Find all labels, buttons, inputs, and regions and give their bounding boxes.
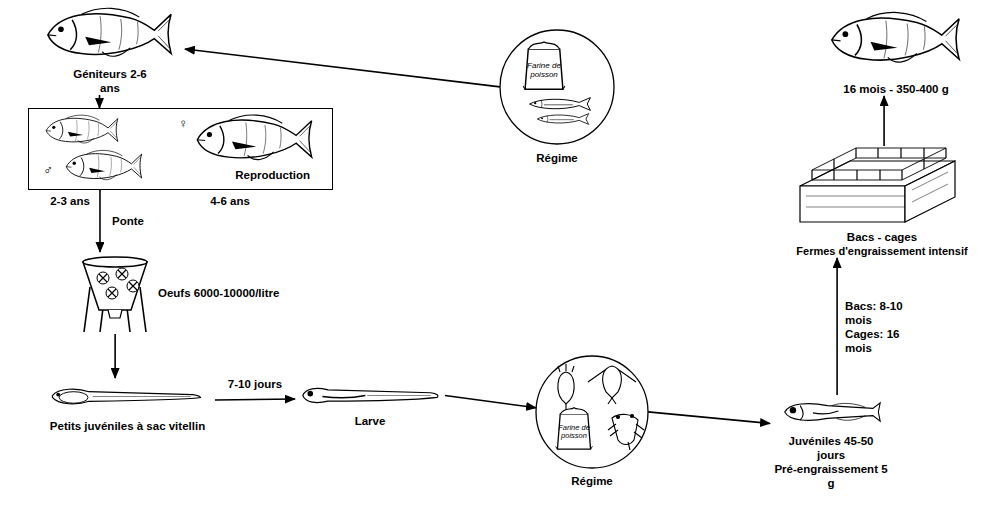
- male-fish: [46, 115, 118, 143]
- fishmeal-bag: [523, 42, 565, 89]
- edge-label: Bacs: 8-10 mois Cages: 16 mois: [843, 298, 907, 356]
- forage-fish: [530, 98, 591, 111]
- flow-arrow: [445, 396, 536, 408]
- farm-node: Bacs - cagesFermes d'engraissement inten…: [778, 146, 986, 258]
- juvenile-node: Juvéniles 45-50 joursPré-engraissement 5…: [770, 395, 892, 490]
- edge-label: 7-10 jours: [226, 376, 284, 392]
- eggs-node: Oeufs 6000-10000/litre: [78, 252, 310, 334]
- diet-circle: [500, 30, 614, 144]
- node-text: Oeufs 6000-10000/litre: [158, 286, 279, 300]
- flow-arrow: [215, 399, 295, 400]
- flow-arrow: [114, 334, 116, 378]
- male-fish: [66, 150, 141, 179]
- female-fish: [197, 115, 311, 160]
- node-text: Reproduction: [235, 168, 310, 182]
- diet-node: Régime: [500, 28, 614, 165]
- node-text: Pré-engraissement 5 g: [770, 462, 892, 490]
- flow-arrow: [836, 258, 838, 395]
- tank-cage: [800, 148, 955, 222]
- age-label: 4-6 ans: [210, 194, 250, 208]
- node-text: Bacs - cages: [847, 230, 917, 244]
- juvenile-fish: [785, 403, 880, 421]
- node-text: Juvéniles 45-50 jours: [775, 434, 887, 462]
- fishmeal-bag: [556, 408, 593, 449]
- male-symbol: ♂: [43, 163, 53, 177]
- zooplankton: [558, 364, 644, 450]
- diet-circle: [536, 356, 648, 468]
- edge-label: Ponte: [110, 213, 146, 229]
- broodstock-fish: [48, 8, 171, 56]
- age-label: 2-3 ans: [50, 194, 90, 208]
- egg-incubator: [83, 257, 147, 332]
- bag-text: Farine de poisson: [526, 61, 562, 79]
- node-text: Fermes d'engraissement intensif: [796, 244, 967, 258]
- forage-fish: [537, 114, 588, 125]
- node-text: Géniteurs 2-6 ans: [71, 67, 149, 95]
- market-fish: [832, 12, 959, 62]
- market-fish-node: 16 mois - 350-400 g: [815, 4, 977, 96]
- node-text: 16 mois - 350-400 g: [843, 82, 948, 96]
- diet-node: Régime: [536, 352, 648, 488]
- larva-node: Larve: [295, 378, 445, 428]
- node-text: Larve: [355, 414, 386, 428]
- yolk-larva-node: Petits juvéniles à sac vitellin: [40, 378, 215, 433]
- node-text: Régime: [536, 151, 578, 165]
- larva: [303, 388, 438, 402]
- female-symbol: ♀: [178, 117, 188, 131]
- bag-text: Farine de poisson: [557, 424, 591, 440]
- yolk-sac-larva: [52, 389, 200, 404]
- node-text: Régime: [571, 474, 613, 488]
- flow-arrow: [185, 49, 500, 87]
- flow-arrow: [99, 190, 101, 252]
- node-text: Petits juvéniles à sac vitellin: [50, 419, 205, 433]
- flow-arrow: [883, 96, 885, 146]
- flow-arrow: [99, 95, 101, 108]
- flow-arrow: [648, 412, 770, 424]
- broodstock-node: Géniteurs 2-6 ans: [35, 3, 185, 95]
